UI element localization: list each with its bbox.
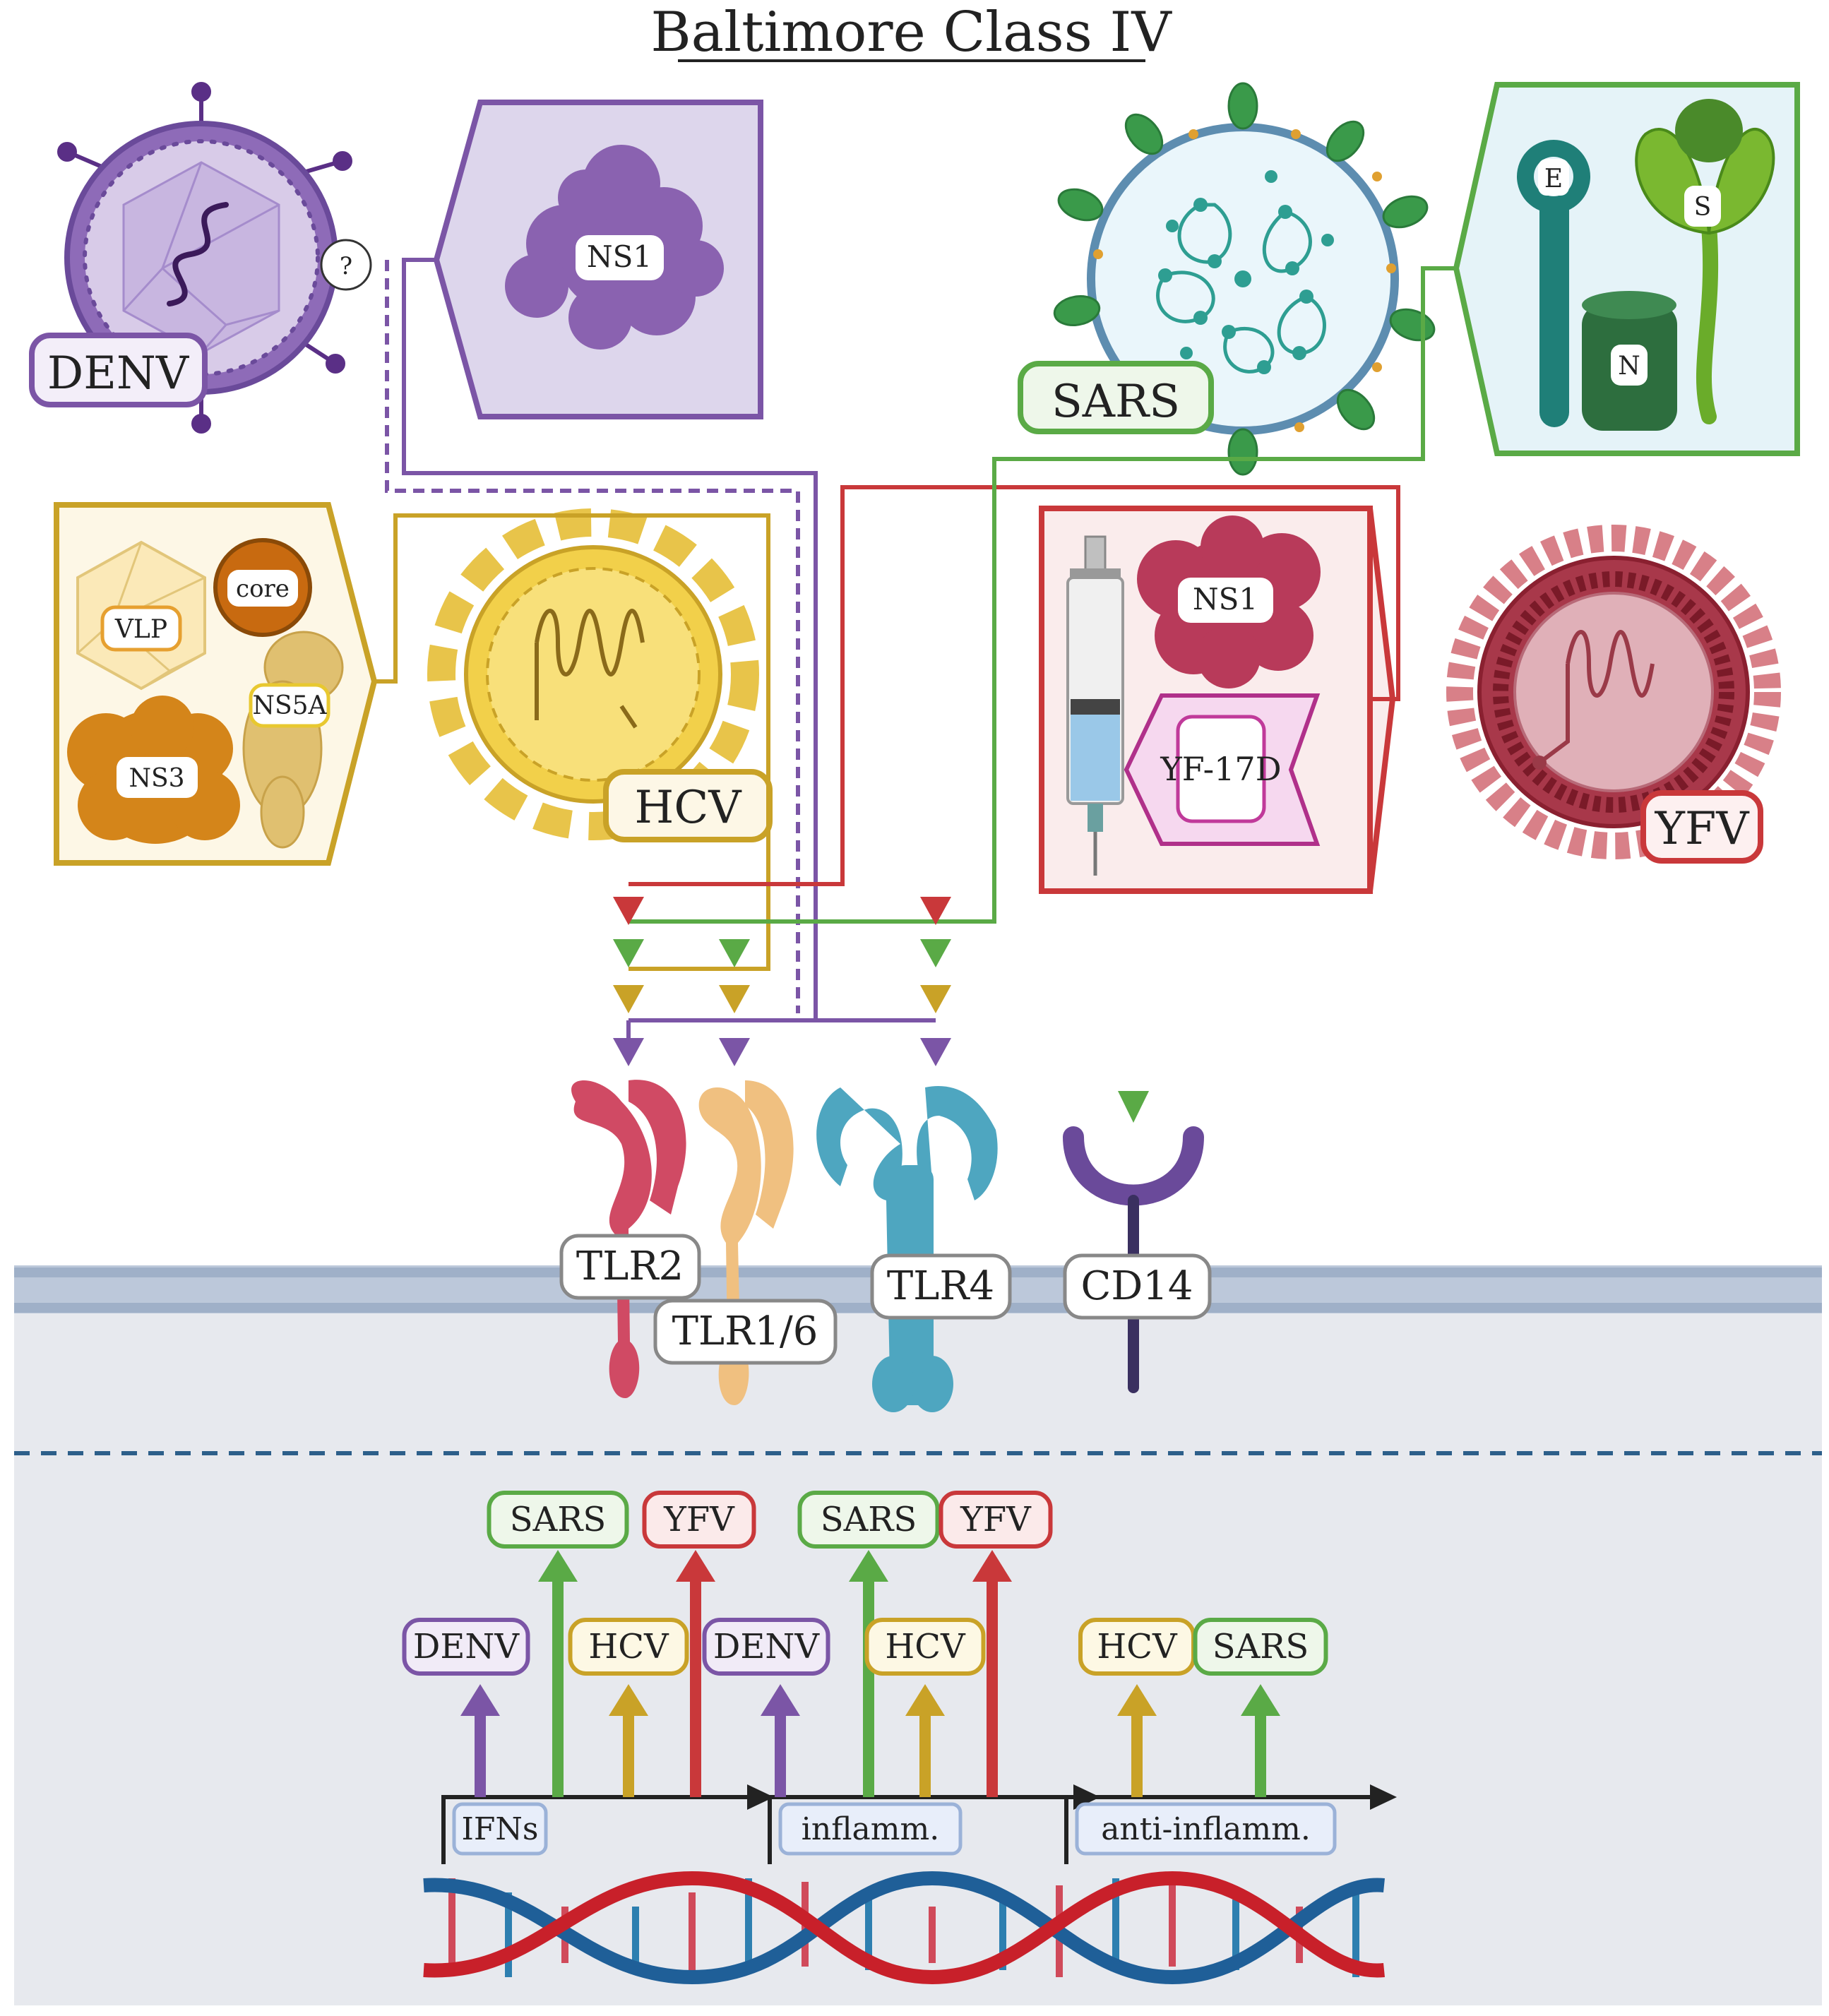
yfv-label-box (1640, 790, 1763, 864)
svg-text:N: N (1618, 352, 1640, 381)
tlr4-label: TLR4 (887, 1263, 994, 1309)
response-label: SARS (510, 1500, 607, 1539)
response-label: SARS (821, 1500, 917, 1539)
response-label: HCV (1097, 1627, 1178, 1666)
gene-label: anti-inflamm. (1101, 1811, 1311, 1847)
sars-label-box (1018, 361, 1214, 434)
tlr2-receptor (571, 1080, 686, 1398)
title: Baltimore Class IV (650, 1, 1172, 64)
denv-ns1-panel: NS1 (433, 100, 763, 419)
sars-protein-panel: E N S (1453, 82, 1800, 456)
denv-label-box (29, 333, 208, 407)
svg-text:NS5A: NS5A (252, 691, 327, 720)
syringe-icon (1066, 535, 1124, 876)
ns3-protein: NS3 (67, 696, 240, 844)
connector-lines (374, 258, 1456, 1038)
question-badge (320, 239, 372, 291)
response-label: HCV (588, 1627, 669, 1666)
denv-label: DENV (47, 347, 190, 400)
tlr16-label-box (653, 1299, 838, 1365)
promoter-arrow (441, 1795, 747, 1864)
tlr4-label-box (870, 1253, 1012, 1320)
tlr2-label-box (559, 1234, 701, 1300)
response-label-box (642, 1491, 756, 1549)
response-label: DENV (413, 1627, 520, 1666)
yfv-virion (1446, 525, 1781, 859)
ns5a-protein: NS5A (242, 631, 344, 849)
promoter-arrow (1064, 1795, 1370, 1864)
response-label-box (939, 1491, 1053, 1549)
ns1-protein-blob-icon (505, 145, 724, 350)
arrowheads (613, 897, 1149, 1123)
svg-text:E: E (1544, 165, 1563, 193)
tlr16-label: TLR1/6 (672, 1308, 818, 1354)
yfv-label: YFV (1655, 803, 1751, 855)
tlr4-receptor (816, 1086, 998, 1412)
hcv-antigen-panel: VLP core NS5A NS3 (54, 502, 378, 866)
cd14-label-box (1063, 1253, 1212, 1320)
svg-text:S: S (1694, 193, 1712, 222)
svg-text:NS3: NS3 (129, 764, 184, 793)
gene-box (778, 1802, 963, 1856)
response-label-box (864, 1618, 986, 1676)
response-label-box (402, 1618, 530, 1676)
gene-box (452, 1802, 548, 1856)
s-protein: S (1635, 99, 1775, 424)
vlp-icosahedron-icon: VLP (76, 540, 206, 691)
response-label-box (702, 1618, 830, 1676)
yfv-ns1-protein-blob-icon: NS1 (1137, 515, 1321, 688)
question-mark: ? (340, 252, 352, 280)
response-label: YFV (960, 1500, 1032, 1539)
hcv-label: HCV (635, 782, 743, 834)
svg-text:core: core (236, 575, 290, 603)
cd14-label: CD14 (1080, 1263, 1193, 1309)
denv-virion (57, 82, 352, 434)
denv-ns1-label: NS1 (587, 239, 652, 274)
yfv-antigen-panel: NS1 YF-17D (1039, 506, 1396, 894)
response-arrows: IFNs DENV SARS HCV YFV inflamm. DENV SARS HCV YFV… (402, 1491, 1397, 1864)
yf17d-vaccine-badge: YF-17D (1124, 693, 1321, 846)
dna-helix-icon (423, 1871, 1385, 1985)
n-protein: N (1582, 291, 1677, 431)
hcv-virion (427, 508, 759, 840)
gene-label: inflamm. (802, 1811, 939, 1847)
sars-label: SARS (1051, 376, 1180, 428)
response-label-box (797, 1491, 940, 1549)
promoter-arrow (768, 1795, 1073, 1864)
tlr16-receptor (698, 1080, 794, 1405)
core-protein: core (213, 538, 312, 637)
yfv-ns1-label: NS1 (1193, 582, 1258, 616)
svg-text:YF-17D: YF-17D (1160, 750, 1281, 788)
svg-text:VLP: VLP (114, 615, 167, 644)
response-label: DENV (713, 1627, 821, 1666)
response-label: YFV (663, 1500, 735, 1539)
tlr2-label: TLR2 (576, 1243, 684, 1289)
response-label: SARS (1213, 1627, 1309, 1666)
e-protein: E (1517, 140, 1590, 427)
response-label: HCV (885, 1627, 966, 1666)
gene-label: IFNs (462, 1811, 539, 1847)
gene-box (1075, 1802, 1337, 1856)
response-label-box (568, 1618, 689, 1676)
response-label-box (1193, 1618, 1328, 1676)
response-label-box (487, 1491, 629, 1549)
